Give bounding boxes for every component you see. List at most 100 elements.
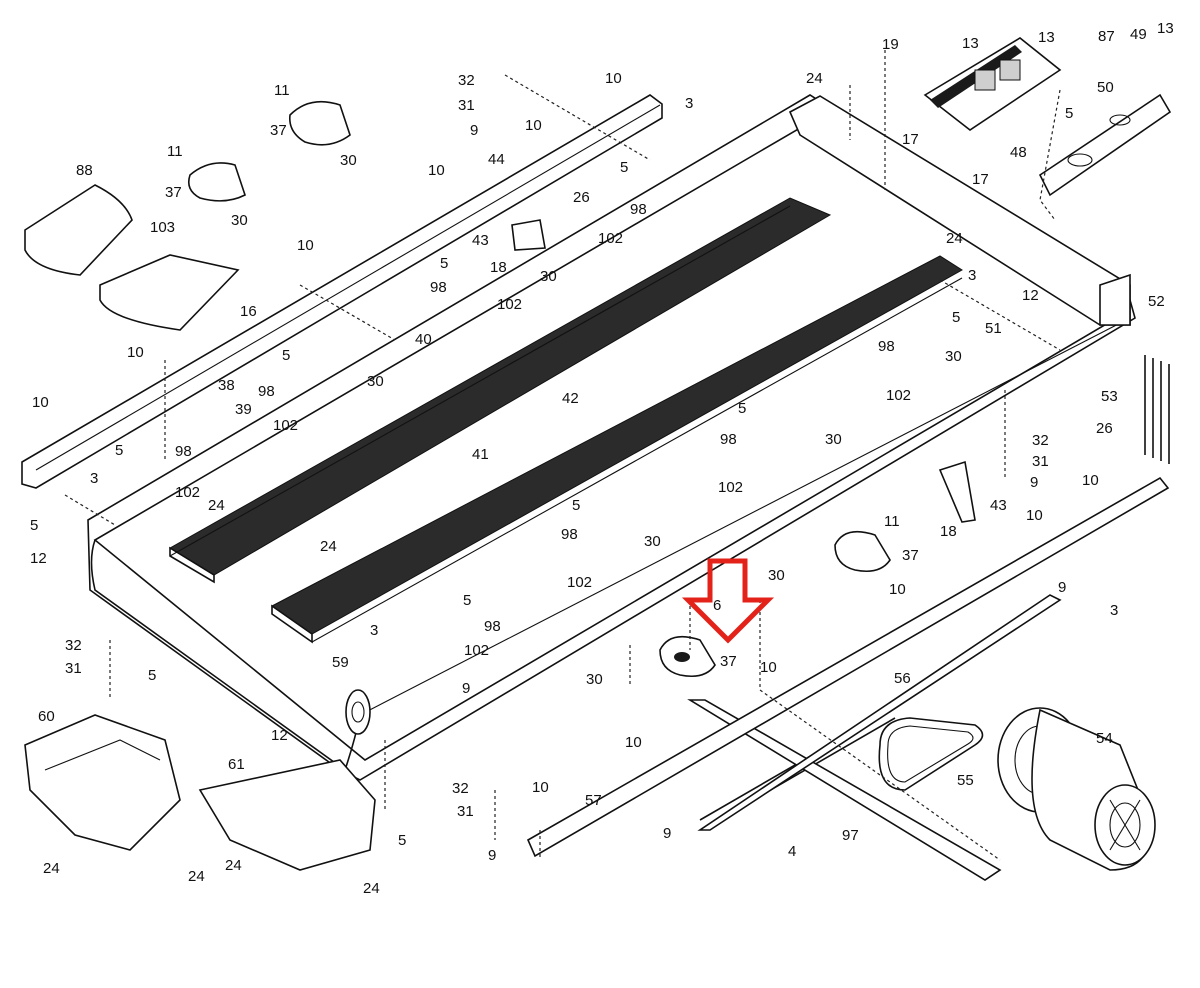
callout-18: 18 bbox=[940, 523, 957, 540]
vertical-bracket-43 bbox=[938, 460, 976, 523]
side-rail-57 bbox=[526, 476, 1170, 858]
callout-5: 5 bbox=[440, 255, 448, 272]
drive-belt bbox=[878, 717, 984, 791]
callout-49: 49 bbox=[1130, 26, 1147, 43]
callout-5: 5 bbox=[282, 347, 290, 364]
callout-10: 10 bbox=[1082, 472, 1099, 489]
callout-102: 102 bbox=[567, 574, 592, 591]
callout-102: 102 bbox=[464, 642, 489, 659]
callout-13: 13 bbox=[962, 35, 979, 52]
callout-57: 57 bbox=[585, 792, 602, 809]
callout-37: 37 bbox=[165, 184, 182, 201]
callout-10: 10 bbox=[760, 659, 777, 676]
callout-24: 24 bbox=[806, 70, 823, 87]
callout-102: 102 bbox=[497, 296, 522, 313]
callout-18: 18 bbox=[490, 259, 507, 276]
callout-32: 32 bbox=[65, 637, 82, 654]
callout-26: 26 bbox=[573, 189, 590, 206]
callout-24: 24 bbox=[320, 538, 337, 555]
callout-102: 102 bbox=[718, 479, 743, 496]
callout-37: 37 bbox=[720, 653, 737, 670]
callout-10: 10 bbox=[127, 344, 144, 361]
assembly-guide-lines bbox=[64, 50, 1061, 861]
callout-10: 10 bbox=[625, 734, 642, 751]
callout-51: 51 bbox=[985, 320, 1002, 337]
callout-43: 43 bbox=[472, 232, 489, 249]
callout-55: 55 bbox=[957, 772, 974, 789]
callout-54: 54 bbox=[1096, 730, 1113, 747]
callout-10: 10 bbox=[605, 70, 622, 87]
callout-31: 31 bbox=[1032, 453, 1049, 470]
callout-102: 102 bbox=[598, 230, 623, 247]
callout-44: 44 bbox=[488, 151, 505, 168]
callout-98: 98 bbox=[878, 338, 895, 355]
callout-40: 40 bbox=[415, 331, 432, 348]
callout-13: 13 bbox=[1157, 20, 1174, 37]
callout-13: 13 bbox=[1038, 29, 1055, 46]
callout-60: 60 bbox=[38, 708, 55, 725]
drive-mount-37-left bbox=[288, 100, 351, 146]
callout-30: 30 bbox=[340, 152, 357, 169]
callout-5: 5 bbox=[620, 159, 628, 176]
callout-6: 6 bbox=[713, 597, 721, 614]
callout-9: 9 bbox=[488, 847, 496, 864]
callout-50: 50 bbox=[1097, 79, 1114, 96]
callout-102: 102 bbox=[175, 484, 200, 501]
callout-48: 48 bbox=[1010, 144, 1027, 161]
callout-88: 88 bbox=[76, 162, 93, 179]
base-frame-97 bbox=[687, 594, 1062, 881]
callout-3: 3 bbox=[1110, 602, 1118, 619]
pad-88 bbox=[24, 184, 133, 276]
callout-56: 56 bbox=[894, 670, 911, 687]
hood-cover-60 bbox=[24, 714, 181, 851]
callout-30: 30 bbox=[367, 373, 384, 390]
callout-30: 30 bbox=[231, 212, 248, 229]
callout-11: 11 bbox=[884, 513, 900, 530]
callout-11: 11 bbox=[167, 143, 183, 160]
callout-31: 31 bbox=[65, 660, 82, 677]
callout-98: 98 bbox=[175, 443, 192, 460]
callout-98: 98 bbox=[720, 431, 737, 448]
callout-31: 31 bbox=[458, 97, 475, 114]
part-callout-labels: 3333345555555555556999999101010101010101… bbox=[30, 20, 1174, 897]
callout-19: 19 bbox=[882, 36, 899, 53]
callout-24: 24 bbox=[946, 230, 963, 247]
callout-103: 103 bbox=[150, 219, 175, 236]
callout-12: 12 bbox=[1022, 287, 1039, 304]
hood-cover-61 bbox=[198, 759, 376, 871]
callout-5: 5 bbox=[738, 400, 746, 417]
callout-11: 11 bbox=[274, 82, 290, 99]
callout-61: 61 bbox=[228, 756, 245, 773]
drive-mount-37-left-2 bbox=[187, 162, 246, 202]
drive-mount-37-right bbox=[834, 530, 891, 573]
callout-42: 42 bbox=[562, 390, 579, 407]
callout-10: 10 bbox=[1026, 507, 1043, 524]
callout-30: 30 bbox=[825, 431, 842, 448]
callout-98: 98 bbox=[430, 279, 447, 296]
drive-motor bbox=[997, 707, 1156, 871]
callout-52: 52 bbox=[1148, 293, 1165, 310]
callout-37: 37 bbox=[902, 547, 919, 564]
callout-98: 98 bbox=[258, 383, 275, 400]
bolt-set-53 bbox=[1144, 355, 1170, 464]
callout-97: 97 bbox=[842, 827, 859, 844]
callout-38: 38 bbox=[218, 377, 235, 394]
callout-32: 32 bbox=[1032, 432, 1049, 449]
callout-43: 43 bbox=[990, 497, 1007, 514]
callout-9: 9 bbox=[1030, 474, 1038, 491]
callout-30: 30 bbox=[945, 348, 962, 365]
callout-26: 26 bbox=[1096, 420, 1113, 437]
callout-5: 5 bbox=[115, 442, 123, 459]
callout-30: 30 bbox=[540, 268, 557, 285]
callout-39: 39 bbox=[235, 401, 252, 418]
callout-30: 30 bbox=[644, 533, 661, 550]
callout-12: 12 bbox=[30, 550, 47, 567]
callout-5: 5 bbox=[463, 592, 471, 609]
callout-9: 9 bbox=[462, 680, 470, 697]
mounting-bracket-50 bbox=[1038, 93, 1172, 197]
callout-10: 10 bbox=[532, 779, 549, 796]
left-side-rail bbox=[21, 94, 663, 489]
callout-3: 3 bbox=[968, 267, 976, 284]
callout-4: 4 bbox=[788, 843, 796, 860]
callout-87: 87 bbox=[1098, 28, 1115, 45]
